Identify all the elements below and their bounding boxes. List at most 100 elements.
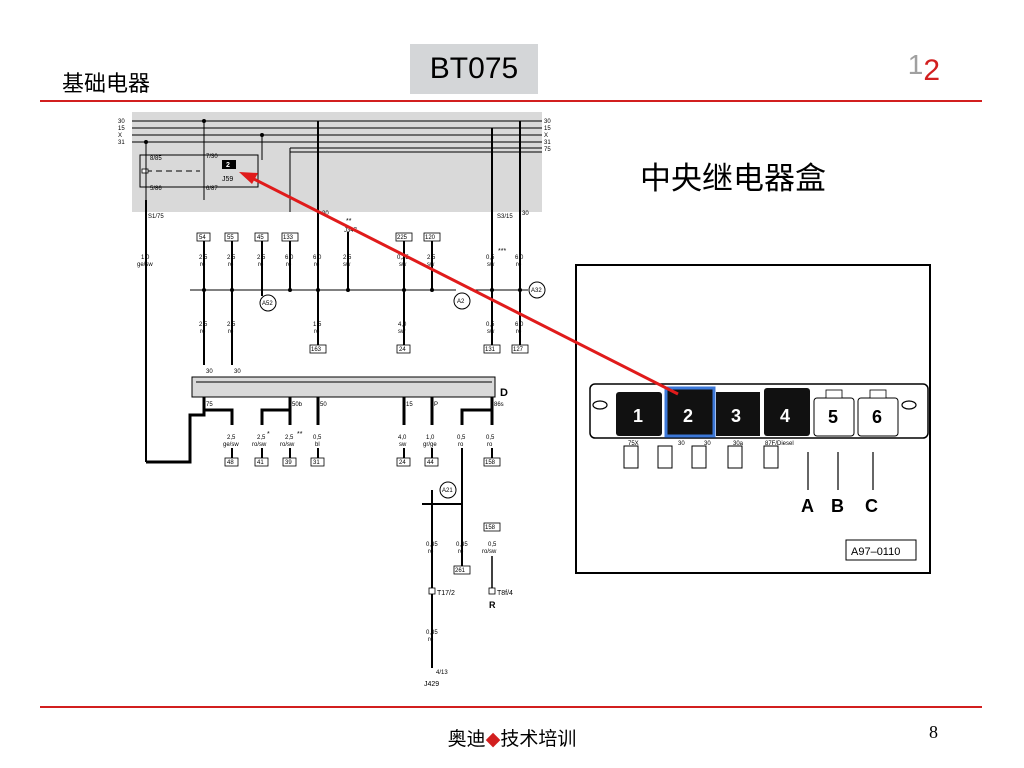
slide-number: 8 <box>929 722 938 742</box>
connector-label: 158 <box>485 460 496 466</box>
connector-label: 55 <box>227 235 234 241</box>
wire-size: 2,5 <box>257 435 266 441</box>
panel-label: S1/75 <box>148 214 164 220</box>
wire-color: ro <box>286 262 292 268</box>
slot-number: 6 <box>872 407 882 427</box>
switch-terminal: 75 <box>206 402 213 408</box>
connector-label: 261 <box>455 568 466 574</box>
panel-label: J347 <box>344 228 358 234</box>
bus-label: 15 <box>544 126 551 132</box>
splice-label: A52 <box>262 301 273 307</box>
switch-terminal: 15 <box>406 402 413 408</box>
slot-number: 3 <box>731 406 741 426</box>
bus-label: 30 <box>118 119 125 125</box>
bus-label: X <box>118 133 122 139</box>
pointer-arrow <box>239 172 679 396</box>
wire-size: 6,0 <box>285 255 294 261</box>
wire-size: 2,5 <box>199 255 208 261</box>
relay-box-figure: 1 2 3 4 5 6 75X 30 30 30a 87F/D <box>575 264 931 574</box>
connector-label: 41 <box>257 460 264 466</box>
page-current: 2 <box>923 54 940 87</box>
wire-color: ro/sw <box>280 442 295 448</box>
splice-a2: A2 <box>453 292 471 310</box>
wire-size: 0,5 <box>488 542 497 548</box>
connector-label: 158 <box>485 525 496 531</box>
wire-color: ro <box>314 329 320 335</box>
bus-lines <box>132 120 542 212</box>
connector-label: 44 <box>427 460 434 466</box>
connectors-top: 54 55 45 133 225 120 <box>196 232 441 242</box>
switch-terminal: 86s <box>494 402 504 408</box>
wire-color: ro <box>487 442 493 448</box>
connector-label: 31 <box>313 460 320 466</box>
module-code-box: BT075 <box>410 44 538 94</box>
connector-letter: B <box>831 496 844 516</box>
note-stars: *** <box>498 248 506 255</box>
connector-letter: A <box>801 496 814 516</box>
slot-label: 30 <box>704 441 711 447</box>
wire-color: sw <box>398 329 406 335</box>
relay-slot-1: 1 <box>616 392 662 436</box>
wire-size: 0,35 <box>426 630 438 636</box>
wire-size: 0,35 <box>426 542 438 548</box>
splice-label: A21 <box>442 488 453 494</box>
footer-brand: 奥迪◆技术培训 <box>0 724 1024 751</box>
wire-size: 0,5 <box>457 435 466 441</box>
wire-color: ro <box>428 637 434 643</box>
brand-training: 技术培训 <box>500 728 577 750</box>
wire-color: sw <box>487 329 495 335</box>
switch-terminal: 30 <box>206 369 213 375</box>
wire-junctions <box>202 288 522 292</box>
j429-pin: 4/13 <box>436 670 448 676</box>
switch-terminal: P <box>434 402 438 408</box>
module-code: BT075 <box>429 52 519 85</box>
bus-label: 15 <box>118 126 125 132</box>
switch-terminal: 50 <box>320 402 327 408</box>
plug-label: T17/2 <box>437 590 455 597</box>
bus-label: 75 <box>544 147 551 153</box>
wire-labels-low: 2,5 ge/sw 2,5 ro/sw 2,5 ro/sw 0,5 bl 4,0… <box>223 431 495 448</box>
slot-label: 75X <box>628 441 639 447</box>
wire-labels-mid: 2,5 ro 2,5 ro 1,5 ro 4,0 sw 0,5 sw 6,0 r… <box>199 322 524 335</box>
footer-rule <box>40 706 982 708</box>
slot-labels: 75X 30 30 30a 87F/Diesel <box>628 441 794 447</box>
wire-color: sw <box>399 442 407 448</box>
wire-size: 2,5 <box>227 322 236 328</box>
bus-labels-left: 30 15 X 31 <box>118 119 125 146</box>
wire-size: 2,5 <box>227 435 236 441</box>
slot-label: 87F/Diesel <box>765 441 794 447</box>
note-star: ** <box>297 431 303 438</box>
wire-size: 2,5 <box>285 435 294 441</box>
wire-size: 0,5 <box>486 322 495 328</box>
slot-number: 4 <box>780 406 790 426</box>
connectors-mid: 163 24 131 127 <box>309 344 529 354</box>
wire-size: 0,5 <box>486 255 495 261</box>
switch-name: D <box>500 387 508 399</box>
topic-label: 基础电器 <box>62 72 151 97</box>
bus-label: 31 <box>544 140 551 146</box>
wire-color: gr/ge <box>423 442 437 448</box>
connector-label: 127 <box>513 347 524 353</box>
wire-color: ro <box>516 329 522 335</box>
wire-size: 6,0 <box>515 255 524 261</box>
wires-lowest <box>231 448 493 668</box>
figure-ref: A97–0110 <box>851 546 900 558</box>
bus-label: 30 <box>544 119 551 125</box>
splice-a21: A21 <box>439 481 457 499</box>
wire-size: 2,5 <box>343 255 352 261</box>
letter-r: R <box>489 600 496 610</box>
connector-label: 24 <box>399 460 406 466</box>
wire-color: ge/sw <box>137 262 153 268</box>
relay-slot-4: 4 <box>764 388 810 436</box>
relay-slot-5: 5 <box>813 389 855 437</box>
wire-size: 2,5 <box>199 322 208 328</box>
relay-terminal: 8/85 <box>150 156 162 162</box>
plug-label: T8f/4 <box>497 590 513 597</box>
wire-color: ro <box>428 549 434 555</box>
diamond-icon: ◆ <box>485 728 501 750</box>
wires-lower <box>146 397 494 464</box>
wire-size: 2,5 <box>257 255 266 261</box>
slot-number: 2 <box>683 406 693 426</box>
connector-label: 131 <box>485 347 496 353</box>
